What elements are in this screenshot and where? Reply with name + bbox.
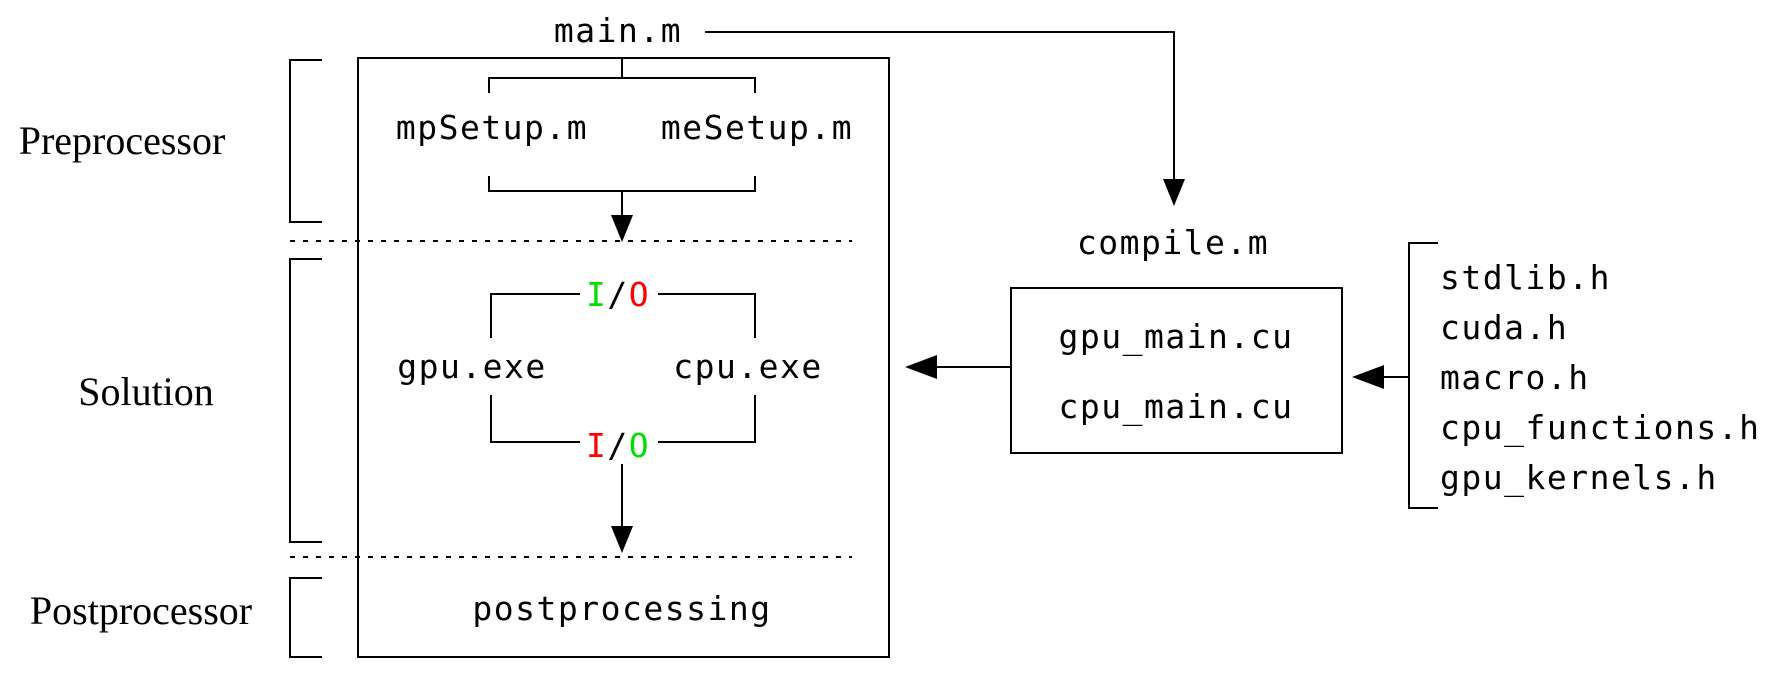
connector-main-to-compile-vertical	[1173, 31, 1175, 179]
node-cpu-main-cu: cpu_main.cu	[1058, 386, 1294, 426]
io-bottom-rise-left	[490, 395, 492, 443]
connector-split-tick-left	[488, 77, 490, 93]
node-gpu-main-cu: gpu_main.cu	[1058, 316, 1294, 356]
solution-bracket-top-foot	[289, 258, 322, 260]
io-bottom-line-right	[658, 441, 756, 443]
headers-bracket-top-foot	[1408, 242, 1438, 244]
io-bottom-separator: /	[607, 425, 629, 465]
postprocessor-bracket-top-foot	[289, 577, 322, 579]
solution-bracket-bottom-foot	[289, 541, 322, 543]
io-top-drop-right	[754, 293, 756, 338]
header-file-cuda: cuda.h	[1440, 308, 1569, 347]
preprocessor-bracket-bottom-foot	[289, 221, 322, 223]
io-top-input: I	[585, 274, 608, 314]
node-mesetup-m: meSetup.m	[660, 107, 854, 147]
io-top-separator: /	[607, 274, 629, 314]
section-label-preprocessor: Preprocessor	[18, 118, 226, 163]
arrowhead-main-to-compile	[1163, 179, 1185, 206]
header-file-list: stdlib.h cuda.h macro.h cpu_functions.h …	[1440, 253, 1761, 503]
connector-preprocessor-arrow-stem	[621, 192, 623, 218]
postprocessor-bracket-bottom-foot	[289, 656, 322, 658]
preprocessor-bracket-top-foot	[289, 59, 322, 61]
node-compile-m: compile.m	[1076, 222, 1270, 262]
io-top-drop-left	[490, 293, 492, 338]
solution-bracket-line	[289, 258, 291, 543]
io-bottom-input: I	[585, 425, 608, 465]
headers-bracket-bottom-foot	[1408, 507, 1438, 509]
node-cpu-exe: cpu.exe	[673, 346, 823, 386]
node-postprocessing: postprocessing	[472, 588, 772, 628]
header-file-gpu-kernels: gpu_kernels.h	[1440, 458, 1718, 497]
section-label-solution: Solution	[78, 369, 214, 414]
io-top-output: O	[628, 274, 651, 314]
compile-sources-box	[1010, 287, 1343, 454]
postprocessor-bracket-line	[289, 577, 291, 658]
connector-join-bar	[488, 190, 756, 192]
io-top-line-right	[658, 293, 756, 295]
connector-headers-to-sources	[1383, 376, 1410, 378]
io-bottom-line-left	[490, 441, 580, 443]
connector-main-to-compile-horizontal	[705, 31, 1175, 33]
connector-sources-to-mainbox	[935, 366, 1012, 368]
separator-solution-postprocessor	[290, 556, 852, 558]
header-file-macro: macro.h	[1440, 358, 1590, 397]
headers-bracket-line	[1408, 242, 1410, 509]
node-mpsetup-m: mpSetup.m	[395, 107, 589, 147]
io-bottom-rise-right	[754, 395, 756, 443]
main-program-box	[357, 57, 890, 658]
node-io-bottom: I/O	[585, 425, 651, 465]
node-io-top: I/O	[585, 274, 651, 314]
io-bottom-output: O	[628, 425, 651, 465]
io-top-line-left	[490, 293, 580, 295]
connector-join-tick-right	[754, 176, 756, 192]
arrowhead-solution-to-postprocessor	[611, 526, 633, 553]
connector-join-tick-left	[488, 176, 490, 192]
arrowhead-headers-to-sources	[1352, 365, 1384, 389]
arrowhead-sources-to-mainbox	[905, 355, 937, 379]
node-main-m: main.m	[553, 10, 683, 50]
connector-solution-arrow-stem	[621, 464, 623, 528]
node-gpu-exe: gpu.exe	[397, 346, 547, 386]
connector-split-bar	[488, 77, 756, 79]
separator-preprocessor-solution	[290, 240, 852, 242]
preprocessor-bracket-line	[289, 59, 291, 223]
header-file-cpu-functions: cpu_functions.h	[1440, 408, 1761, 447]
connector-main-stem	[621, 57, 623, 78]
header-file-stdlib: stdlib.h	[1440, 258, 1611, 297]
section-label-postprocessor: Postprocessor	[29, 588, 253, 633]
connector-split-tick-right	[754, 77, 756, 93]
arrowhead-preprocessor-to-solution	[611, 215, 633, 242]
